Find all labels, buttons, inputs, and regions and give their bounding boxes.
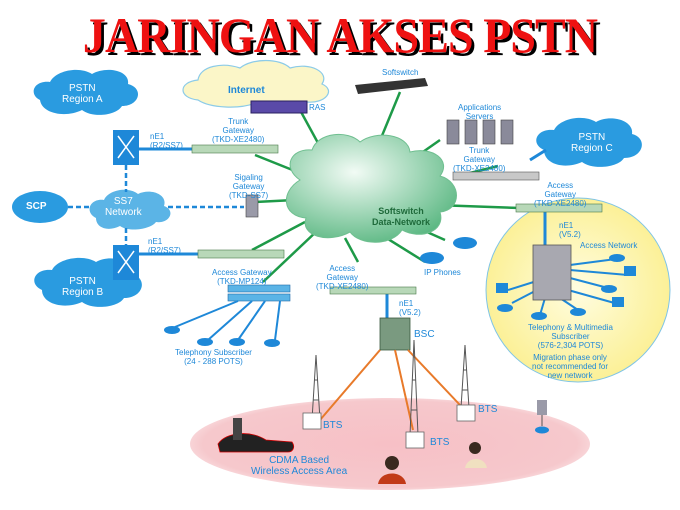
car-icon [217,418,295,453]
person-icon-1 [378,456,406,484]
bts-towers [311,339,470,436]
ne1-b-label: nE1(R2/SS7) [148,237,181,255]
access-gateway-right-device [515,203,603,213]
ne1-access-network-label: nE1(V5.2) [559,221,581,239]
access-gateway-mp-label: Access Gateway(TKD-MP124) [212,268,272,286]
softswitch-device [355,78,428,94]
bts-label-3: BTS [478,404,498,415]
ne1-bsc-label: nE1(V5.2) [399,299,421,317]
internet-cloud [182,59,329,108]
ip-phones-label: IP Phones [424,268,461,277]
trunk-gateway-left-device [191,144,279,154]
scp-label: SCP [26,201,47,212]
switch-a-icon [113,130,139,165]
ras-device [250,100,308,114]
internet-label: Internet [228,85,265,96]
bts-label-1: BTS [323,420,343,431]
signaling-gateway-device [245,194,259,218]
ip-phones-icon [420,237,477,264]
fixed-wireless-terminal [537,400,547,415]
ss7-network-cloud [89,189,171,230]
application-servers-icon [446,119,514,145]
ras-label: RAS [309,103,326,112]
cdma-wireless-area [190,398,590,490]
bsc-device [379,317,411,351]
ss7-dashed-links [68,165,244,245]
person-icon-2 [465,442,487,468]
bsc-label: BSC [414,329,435,340]
pstn-region-a-cloud [33,69,139,115]
scp-node [12,191,68,223]
access-network-label: Access Network [580,241,638,250]
softswitch-cloud [285,133,457,243]
softswitch-label: Softswitch [382,68,419,77]
access-network-cabinet [532,244,572,301]
access-network-circle [485,197,671,383]
ne1-a-label: nE1(R2/SS7) [150,132,183,150]
trunk-gateway-right-device [452,171,540,181]
access-gateway-b-device [197,249,285,259]
switch-b-icon [113,245,139,280]
diagram-title: JARINGAN AKSES PSTN [82,7,598,63]
bts-label-2: BTS [430,437,450,448]
access-gateway-bsc-device [329,286,417,295]
access-gateway-mp-device [227,284,291,302]
telephony-subscriber-phones [164,326,280,347]
pstn-region-c-cloud [536,117,642,167]
telephony-subscriber-label: Telephony Subscriber(24 - 288 POTS) [175,348,252,366]
